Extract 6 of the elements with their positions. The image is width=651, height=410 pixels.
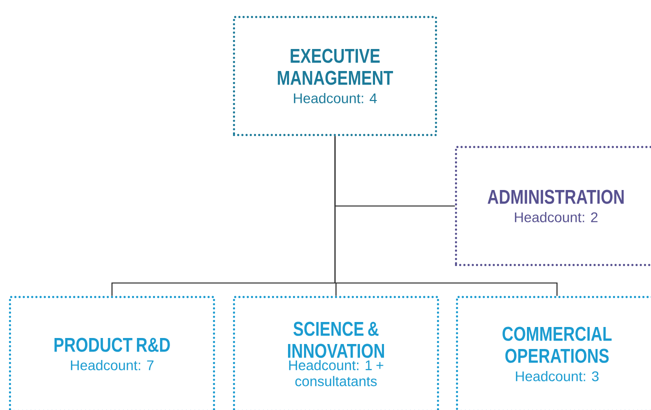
connector-line bbox=[334, 136, 558, 296]
org-box: ADMINISTRATION Headcount: 2 bbox=[454, 146, 651, 266]
org-box: PRODUCT R&D Headcount: 7 bbox=[8, 296, 216, 410]
org-box: COMMERCIAL OPERATIONS Headcount: 3 bbox=[456, 296, 651, 410]
org-box: EXECUTIVE MANAGEMENT Headcount: 4 bbox=[232, 16, 438, 136]
org-box: SCIENCE & INNOVATION Headcount: 1 + consultatants bbox=[232, 296, 440, 410]
